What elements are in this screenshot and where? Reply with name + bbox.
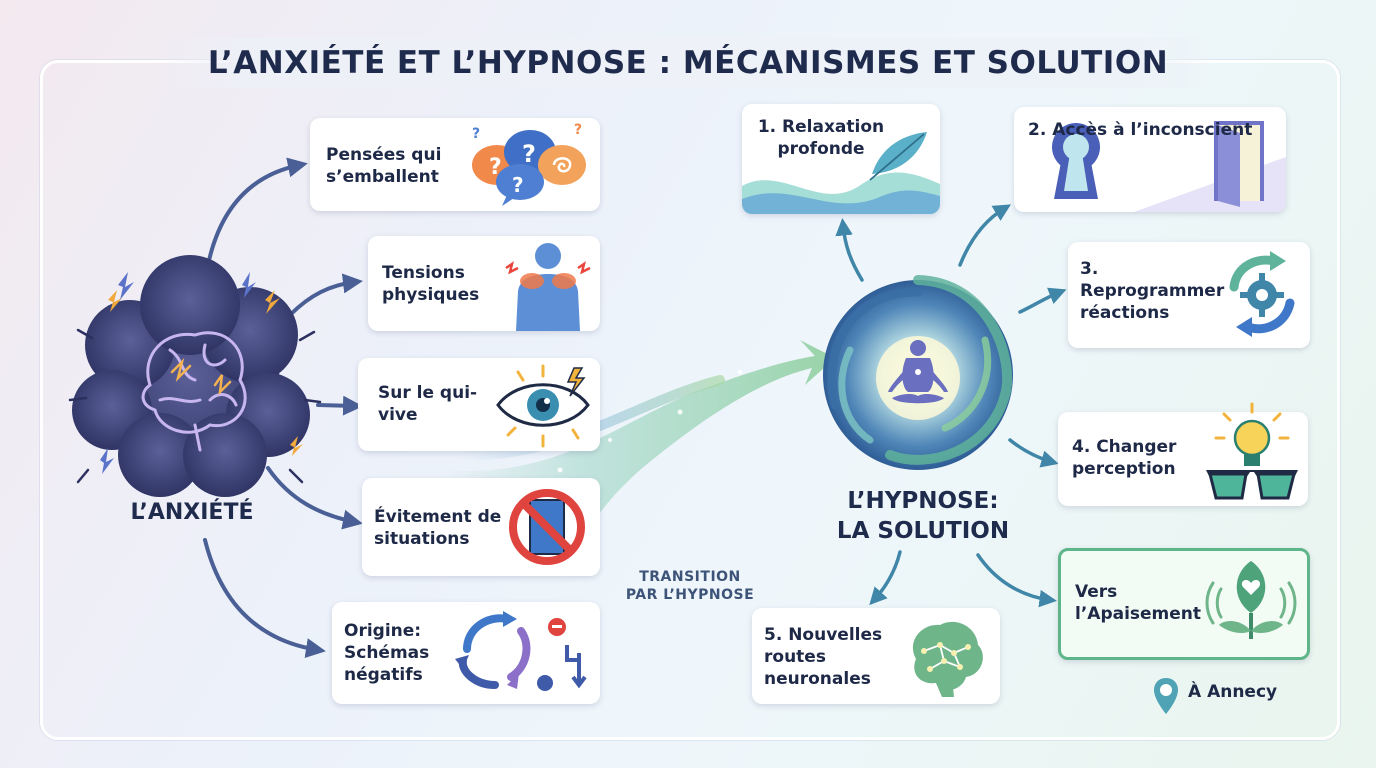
anxiety-label: L’ANXIÉTÉ xyxy=(130,500,254,525)
sprout-heart-icon xyxy=(1205,561,1297,639)
anxiety-arrows xyxy=(203,157,363,658)
symptom-card-physical-tension: Tensions physiques xyxy=(368,236,600,331)
svg-text:?: ? xyxy=(574,122,582,138)
keyhole-door-icon xyxy=(1052,121,1286,212)
symptom-label: Évitement de situations xyxy=(374,507,502,549)
transition-line-1: TRANSITION xyxy=(639,569,741,585)
hypnosis-line-1: L’HYPNOSE: xyxy=(847,488,999,514)
feather-wave-icon xyxy=(742,132,940,214)
step-label: 4. Changer perception xyxy=(1072,437,1177,479)
step-card-relaxation: 1. Relaxation profonde xyxy=(742,104,940,214)
svg-text:?: ? xyxy=(522,140,536,168)
step-card-reprogram: 3. Reprogrammer réactions xyxy=(1068,242,1310,348)
title-bar: L’ANXIÉTÉ ET L’HYPNOSE : MÉCANISMES ET S… xyxy=(160,38,1216,88)
svg-text:?: ? xyxy=(489,155,502,180)
outcome-card-appeasement: Vers l’Apaisement xyxy=(1058,548,1310,660)
speech-bubbles-question-icon: ? ? ? ? ? xyxy=(472,122,586,206)
step-label: 2. Accès à l’inconscient xyxy=(1028,120,1253,140)
lightbulb-glasses-icon xyxy=(1206,402,1298,500)
body-tension-icon xyxy=(505,243,591,331)
symptom-card-on-alert: Sur le qui-vive xyxy=(358,358,600,451)
symptom-card-negative-patterns: Origine: Schémas négatifs xyxy=(332,602,600,704)
hypnosis-spiral-icon xyxy=(823,275,1013,470)
negative-cycle-icon xyxy=(455,611,587,691)
transition-caption: TRANSITION PAR L’HYPNOSE xyxy=(620,568,760,604)
symptom-card-racing-thoughts: Pensées qui s’emballent ? ? ? ? ? xyxy=(310,118,600,211)
gear-cycle-icon xyxy=(1229,251,1295,337)
svg-text:?: ? xyxy=(512,173,524,197)
step-label: 3. Reprogrammer réactions xyxy=(1080,259,1225,323)
page-title: L’ANXIÉTÉ ET L’HYPNOSE : MÉCANISMES ET S… xyxy=(207,45,1169,81)
outcome-label: Vers l’Apaisement xyxy=(1075,582,1202,624)
symptom-label: Pensées qui s’emballent xyxy=(326,145,442,187)
symptom-label: Origine: Schémas négatifs xyxy=(344,621,430,685)
step-label: 5. Nouvelles routes neuronales xyxy=(764,625,883,689)
step-card-unconscious: 2. Accès à l’inconscient xyxy=(1014,107,1286,212)
no-entry-door-icon xyxy=(509,489,585,565)
hypnosis-line-2: LA SOLUTION xyxy=(836,518,1010,544)
anxiety-cloud-icon xyxy=(68,255,322,497)
symptom-label: Sur le qui-vive xyxy=(378,383,478,425)
svg-text:?: ? xyxy=(472,126,480,142)
neural-brain-icon xyxy=(912,621,983,697)
hypnosis-label: L’HYPNOSE: LA SOLUTION xyxy=(818,486,1028,546)
symptom-card-avoidance: Évitement de situations xyxy=(362,478,600,576)
map-pin-icon xyxy=(1154,678,1178,714)
step-card-neural-routes: 5. Nouvelles routes neuronales xyxy=(752,608,1000,704)
symptom-label: Tensions physiques xyxy=(382,263,480,305)
transition-line-2: PAR L’HYPNOSE xyxy=(625,587,755,603)
alert-eye-icon xyxy=(496,364,590,448)
step-label: 1. Relaxation profonde xyxy=(757,117,885,159)
location-label: À Annecy xyxy=(1188,682,1278,702)
step-card-perception: 4. Changer perception xyxy=(1058,402,1308,506)
hypnosis-arrows xyxy=(835,204,1067,608)
